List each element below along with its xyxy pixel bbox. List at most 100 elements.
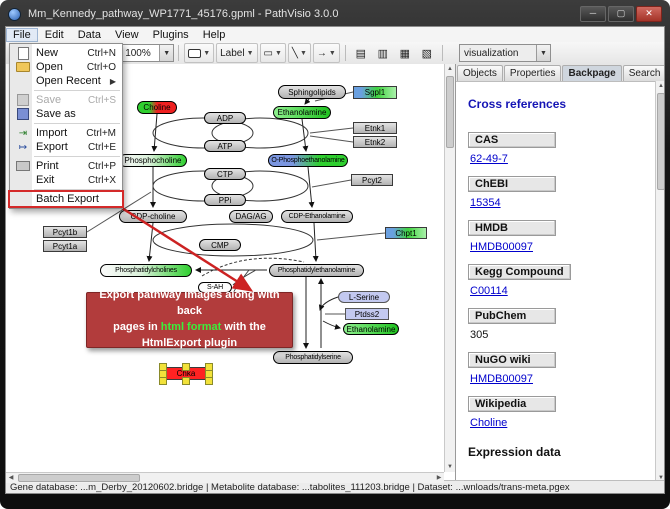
xref-link-nugo[interactable]: HMDB00097 [470, 373, 533, 385]
file-menu-open-recent[interactable]: Open Recent ▶ [36, 75, 116, 87]
submenu-arrow-icon: ▶ [109, 76, 116, 86]
label-tool-button[interactable]: Label▼ [216, 43, 258, 63]
align-horizontal-icon: ▤ [355, 47, 367, 60]
file-menu-exit[interactable]: Exit Ctrl+X [36, 174, 116, 186]
scrollbar-thumb[interactable] [446, 76, 454, 148]
arrow-tool-button[interactable]: →▼ [312, 43, 340, 63]
xref-link-wikipedia[interactable]: Choline [470, 417, 508, 429]
pathway-node[interactable]: Phosphocholine [119, 154, 187, 167]
pathway-node[interactable]: CDP-Ethanolamine [281, 210, 353, 223]
menu-file[interactable]: File [6, 27, 38, 42]
chevron-down-icon[interactable]: ▼ [536, 45, 550, 61]
pathway-node[interactable]: Pcyt1a [43, 240, 87, 252]
xref-header-pubchem: PubChem [468, 308, 556, 324]
file-menu-open[interactable]: Open Ctrl+O [10, 60, 122, 74]
save-icon [17, 94, 29, 106]
pathway-node[interactable]: Ptdss2 [345, 308, 389, 320]
pathway-node[interactable]: CTP [204, 168, 246, 180]
pathway-node[interactable]: Chpt1 [385, 227, 427, 239]
file-menu: New Ctrl+N Open Ctrl+O Open Recent ▶ Sav… [9, 43, 123, 209]
file-menu-batch-export[interactable]: Batch Export [10, 192, 122, 206]
minimize-button[interactable]: ─ [580, 6, 606, 22]
canvas-horizontal-scrollbar[interactable]: ◀ ▶ [6, 472, 444, 483]
close-button[interactable]: ✕ [636, 6, 662, 22]
file-menu-new[interactable]: New Ctrl+N [10, 46, 122, 60]
xref-link-kegg[interactable]: C00114 [470, 285, 508, 297]
toolbar-separator [178, 45, 180, 61]
pathway-node[interactable]: Pcyt1b [43, 226, 87, 238]
xref-link-hmdb[interactable]: HMDB00097 [470, 241, 533, 253]
file-menu-save-as[interactable]: Save as [10, 107, 122, 121]
distribute-button[interactable]: ▦ [395, 43, 415, 63]
scroll-up-icon[interactable]: ▲ [447, 66, 453, 72]
menu-plugins[interactable]: Plugins [152, 28, 189, 41]
align-horizontal-button[interactable]: ▤ [351, 43, 371, 63]
pathway-node[interactable]: S-AM [196, 298, 230, 309]
menu-separator [34, 189, 120, 190]
line-icon: ╲ [291, 47, 298, 59]
chevron-down-icon[interactable]: ▼ [159, 45, 174, 61]
import-icon: ⇥ [18, 127, 28, 139]
menu-separator [34, 90, 120, 91]
xref-link-cas[interactable]: 62-49-7 [470, 153, 508, 165]
scroll-down-icon[interactable]: ▼ [447, 464, 453, 470]
file-menu-print[interactable]: Print Ctrl+P [10, 159, 122, 173]
shape-tool-button[interactable]: ▭▼ [259, 43, 286, 63]
file-menu-save[interactable]: Save Ctrl+S [10, 93, 122, 107]
pathway-node[interactable]: Ethanolamine [343, 323, 399, 335]
pathway-node[interactable]: Choline [137, 101, 177, 114]
pathway-node[interactable]: CMP [199, 239, 241, 251]
xref-header-hmdb: HMDB [468, 220, 556, 236]
pathway-node[interactable]: Phosphatidylcholines [100, 264, 192, 277]
zoom-value: 100% [125, 47, 151, 59]
scrollbar-thumb[interactable] [657, 93, 664, 190]
selection-handle[interactable] [205, 377, 213, 385]
pathway-node[interactable]: DAG/AG [229, 210, 273, 223]
scroll-up-icon[interactable]: ▲ [658, 83, 664, 89]
maximize-button[interactable]: ▢ [608, 6, 634, 22]
pathway-node[interactable]: O-Phosphoethanolamine [268, 154, 348, 167]
pathway-node[interactable]: Ethanolamine [273, 106, 331, 119]
tab-properties[interactable]: Properties [503, 65, 562, 81]
pathway-node[interactable]: PPi [204, 194, 246, 206]
align-vertical-button[interactable]: ▥ [373, 43, 393, 63]
pathway-node[interactable]: Phosphatidylethanolamine [269, 264, 364, 277]
tab-backpage[interactable]: Backpage [562, 65, 622, 81]
scrollbar-thumb[interactable] [18, 474, 140, 482]
selection-handle[interactable] [159, 377, 167, 385]
pathway-node[interactable]: ADP [204, 112, 246, 124]
pathway-node[interactable]: CDP-choline [119, 210, 187, 223]
pathway-node[interactable]: Sphingolipids [278, 85, 346, 99]
pathway-node[interactable]: Etnk2 [353, 136, 397, 148]
selection-handle[interactable] [182, 363, 190, 371]
line-tool-button[interactable]: ╲▼ [287, 43, 311, 63]
menu-view[interactable]: View [114, 28, 139, 41]
xref-link-chebi[interactable]: 15354 [470, 197, 501, 209]
menu-data[interactable]: Data [77, 28, 101, 41]
file-menu-export[interactable]: ↦ Export Ctrl+E [10, 140, 122, 154]
selection-handle[interactable] [182, 377, 190, 385]
canvas-vertical-scrollbar[interactable]: ▲ ▼ [444, 64, 455, 472]
scroll-left-icon[interactable]: ◀ [8, 475, 14, 481]
app-window: File Edit Data View Plugins Help Zoom: 1… [5, 26, 665, 494]
zoom-combobox[interactable]: 100% ▼ [120, 44, 175, 62]
visualization-combobox[interactable]: visualization ▼ [459, 44, 551, 62]
pathway-node[interactable]: L-Serine [338, 291, 390, 303]
menu-edit[interactable]: Edit [44, 28, 64, 41]
pathway-node[interactable]: Sgpl1 [353, 86, 397, 99]
stack-button[interactable]: ▧ [417, 43, 437, 63]
panel-scrollbar[interactable]: ▲ ▼ [655, 81, 664, 483]
pathway-node[interactable]: Phosphatidylserine [273, 351, 353, 364]
file-menu-import[interactable]: ⇥ Import Ctrl+M [10, 126, 122, 140]
scroll-down-icon[interactable]: ▼ [658, 475, 664, 481]
pathway-node[interactable]: Etnk1 [353, 122, 397, 134]
pathway-node[interactable]: ATP [204, 140, 246, 152]
pathway-node[interactable]: Pcyt2 [351, 174, 393, 186]
tab-search[interactable]: Search [622, 65, 664, 81]
menu-help[interactable]: Help [202, 28, 226, 41]
tab-objects[interactable]: Objects [457, 65, 503, 81]
datanode-tool-button[interactable]: ▼ [184, 43, 215, 63]
pathway-node[interactable]: S-AH [198, 282, 232, 293]
align-vertical-icon: ▥ [377, 47, 389, 60]
scroll-right-icon[interactable]: ▶ [436, 475, 442, 481]
